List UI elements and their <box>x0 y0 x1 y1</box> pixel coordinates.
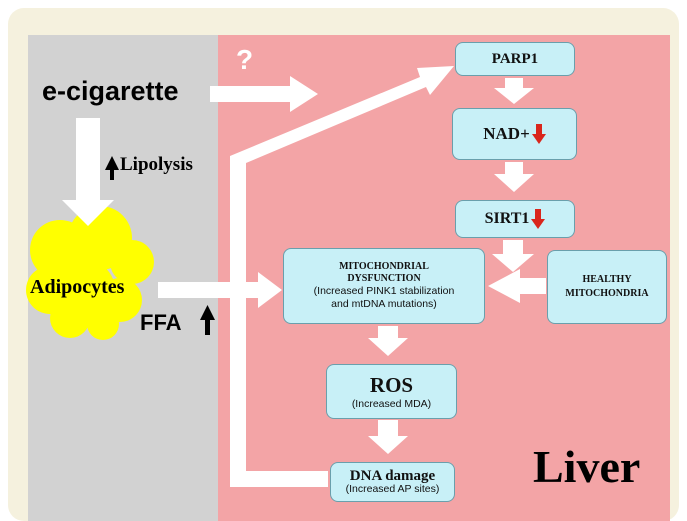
arrow-sirt1-to-mito <box>492 240 534 272</box>
lipolysis-label: Lipolysis <box>120 154 193 175</box>
mito-title-2: DYSFUNCTION <box>347 273 421 285</box>
ros-box: ROS (Increased MDA) <box>326 364 457 419</box>
arrow-nad-to-sirt1 <box>494 162 534 192</box>
arrow-adipocytes-to-mito <box>158 272 282 308</box>
liver-label: Liver <box>533 441 641 492</box>
mito-detail-1: (Increased PINK1 stabilization <box>313 285 455 298</box>
arrow-ecig-to-adipocytes <box>62 118 114 226</box>
dna-damage-box: DNA damage (Increased AP sites) <box>330 462 455 502</box>
nad-box: NAD+ <box>452 108 577 160</box>
mito-title-1: MITOCHONDRIAL <box>339 261 429 273</box>
healthy-line-1: HEALTHY <box>582 274 632 285</box>
ffa-label: FFA <box>140 310 182 335</box>
decrease-arrow-icon <box>531 209 546 229</box>
mito-detail-2: and mtDNA mutations) <box>331 298 437 310</box>
arrow-parp1-to-nad <box>494 78 534 104</box>
arrow-healthy-to-mito <box>488 269 546 303</box>
lipolysis-up-arrow <box>110 168 114 180</box>
sirt1-label: SIRT1 <box>484 210 530 227</box>
nad-label: NAD+ <box>483 124 530 143</box>
ffa-up-arrow <box>205 318 210 335</box>
adipocytes-label: Adipocytes <box>30 276 125 298</box>
arrow-ros-to-dna <box>368 420 408 454</box>
mito-dysfunction-box: MITOCHONDRIAL DYSFUNCTION (Increased PIN… <box>283 248 485 324</box>
parp1-label: PARP1 <box>491 50 539 67</box>
ecig-label: e-cigarette <box>42 76 179 106</box>
ros-label: ROS <box>369 373 414 398</box>
healthy-line-2: MITOCHONDRIA <box>565 288 649 299</box>
arrow-ecig-to-liver <box>210 76 318 112</box>
arrow-mito-to-ros <box>368 326 408 356</box>
ros-detail: (Increased MDA) <box>351 397 432 410</box>
dna-label: DNA damage <box>349 467 436 484</box>
adipocyte-cluster <box>26 206 154 340</box>
decrease-arrow-icon <box>531 124 546 144</box>
question-mark: ? <box>236 44 254 75</box>
dna-detail: (Increased AP sites) <box>345 483 440 496</box>
healthy-mito-box: HEALTHY MITOCHONDRIA <box>547 250 667 324</box>
sirt1-box: SIRT1 <box>455 200 575 238</box>
parp1-box: PARP1 <box>455 42 575 76</box>
